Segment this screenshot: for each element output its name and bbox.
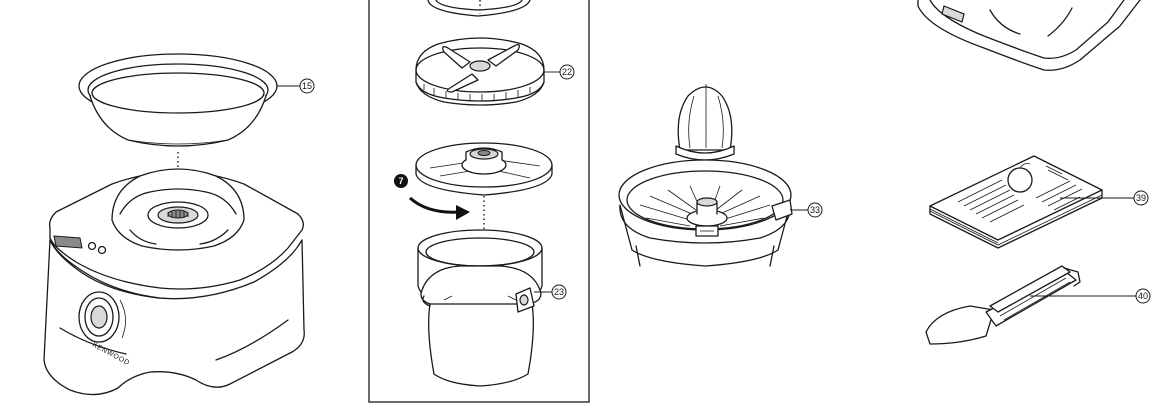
lid-top-partial	[427, 0, 531, 17]
callout-22-label: 22	[562, 67, 572, 77]
motor-base: KENWOOD	[43, 168, 305, 396]
step-7-badge: 7	[394, 174, 408, 188]
disc-part	[415, 142, 553, 196]
curved-arrow-icon	[409, 196, 470, 220]
callout-33-label: 33	[810, 205, 820, 215]
callout-33: 33	[807, 202, 823, 218]
callout-39-label: 39	[1136, 193, 1146, 203]
step-7-label: 7	[398, 176, 403, 186]
filled-circle-number-icon	[394, 174, 408, 188]
callout-23: 23	[551, 284, 567, 300]
recipe-book-part-39	[929, 155, 1103, 249]
callout-40: 40	[1135, 288, 1151, 304]
spatula-part-40	[925, 265, 1081, 345]
callout-22: 22	[559, 64, 575, 80]
bowl-part-23	[417, 229, 543, 387]
detail-panel-frame	[368, 0, 590, 403]
blade-lid-part-22	[415, 37, 545, 106]
callout-40-label: 40	[1138, 291, 1148, 301]
storage-box-partial	[917, 0, 1141, 71]
callout-23-label: 23	[554, 287, 564, 297]
juicer-part-33	[618, 159, 793, 267]
callout-15: 15	[299, 78, 315, 94]
citrus-cone	[675, 84, 735, 161]
bowl-part-15	[78, 53, 278, 147]
callout-15-label: 15	[302, 81, 312, 91]
callout-39: 39	[1133, 190, 1149, 206]
